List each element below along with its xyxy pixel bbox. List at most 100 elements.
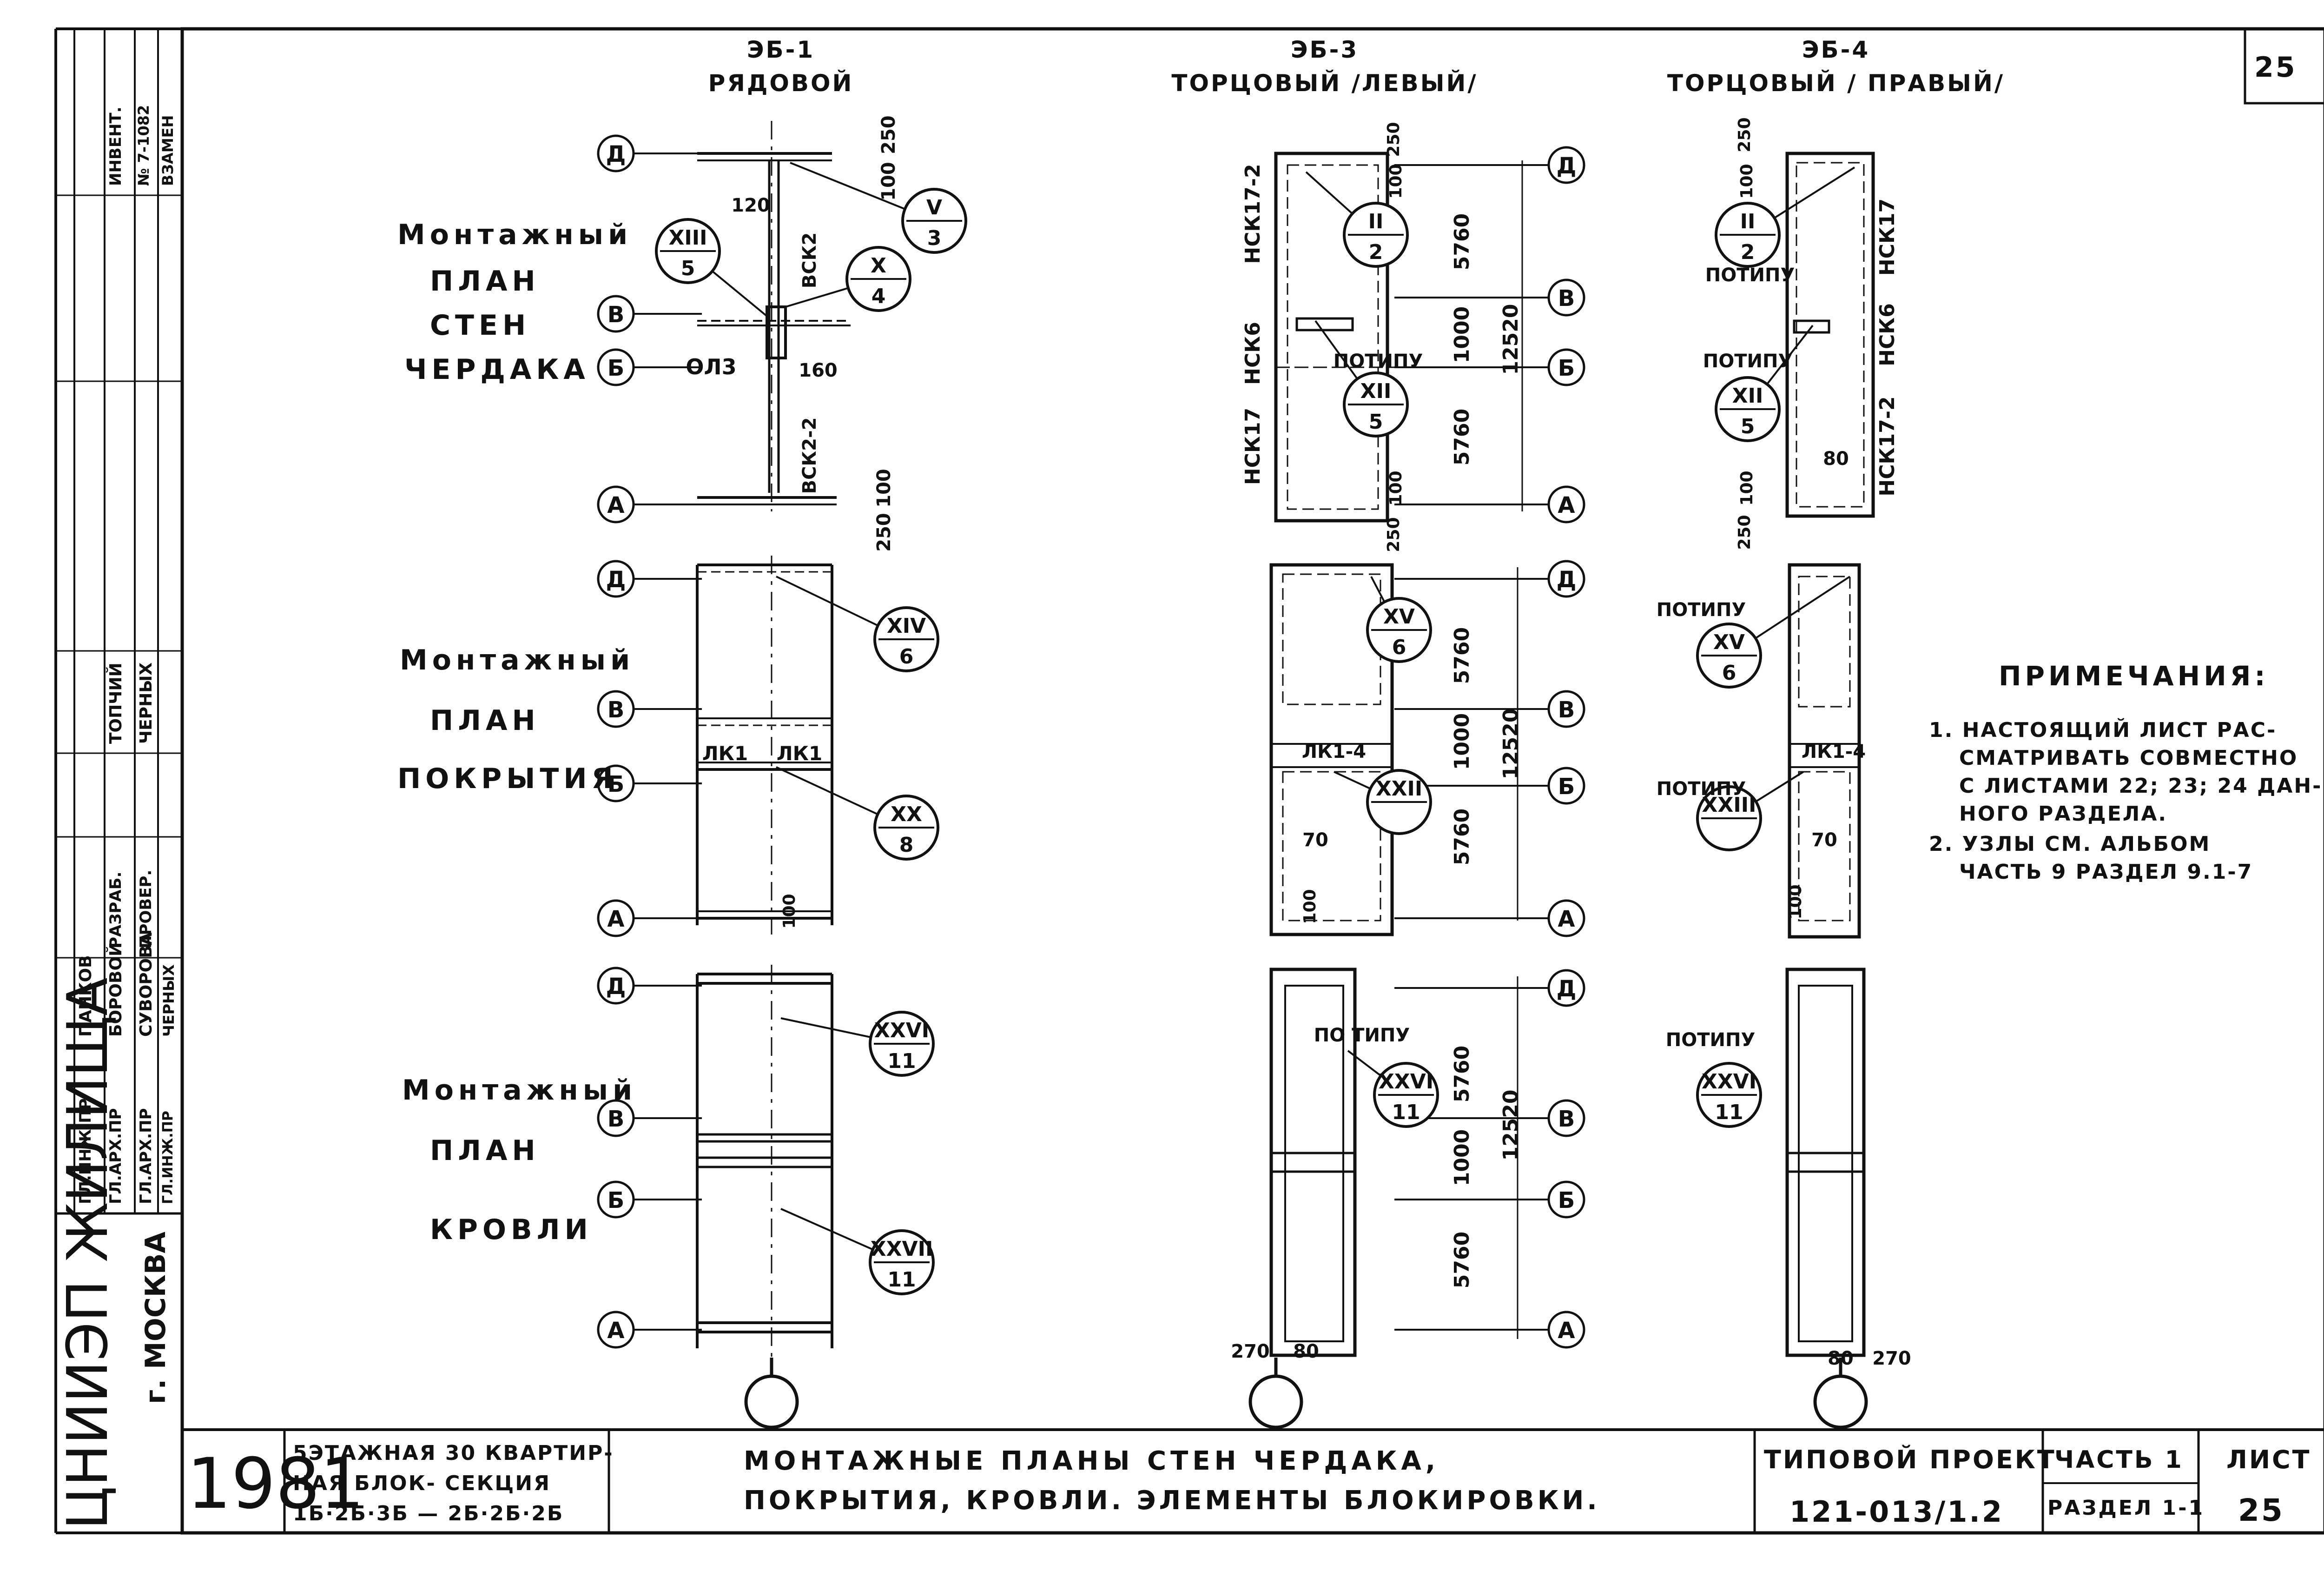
drawing-label: 100 [873, 469, 895, 508]
drawing-label: ПОТИПУ [1703, 351, 1793, 372]
notes-line-4: НОГО РАЗДЕЛА. [1959, 802, 2168, 826]
drawing-label: 5760 [1450, 809, 1474, 865]
node-bottom: 3 [927, 226, 942, 250]
axis-label: Б [1558, 1187, 1575, 1213]
node-n_v3: V3 [790, 162, 967, 254]
drawing-label: НСК17 [1875, 199, 1899, 276]
row1-title-4: ЧЕРДАКА [404, 353, 590, 386]
drawing-label: 250 [873, 513, 895, 552]
left-city: г. МОСКВА [139, 1232, 172, 1404]
notes-line-1: 1. НАСТОЯЩИЙ ЛИСТ РАС- [1929, 718, 2277, 742]
drawing-label: 12520 [1499, 304, 1523, 375]
drawing-label: 1000 [1450, 306, 1474, 363]
drawing-label: 5760 [1450, 1232, 1474, 1288]
notes-line-3: С ЛИСТАМИ 22; 23; 24 ДАН- [1959, 774, 2323, 798]
drawing-label: ПОТИПУ [1334, 351, 1423, 372]
axis-label: Д [606, 141, 626, 167]
node-top: XXVI [1702, 1070, 1756, 1094]
axis-label: Б [607, 1187, 625, 1213]
row2-title-2: ПЛАН [430, 704, 540, 737]
node-top: XV [1713, 630, 1745, 654]
drawing-label: 100 [1737, 164, 1756, 199]
drawing-label: ОЛ3 [686, 354, 736, 379]
drawing-label: НСК17-2 [1875, 396, 1899, 496]
drawing-label: ПОТИПУ [1657, 599, 1746, 621]
axis-label: А [1558, 1318, 1575, 1344]
drawing-labels: ВСК2ВСК2-2ОЛ3120160250100100250НСК17-2НС… [686, 115, 1911, 1369]
axis-label: В [1558, 285, 1575, 312]
drawing-label: 100 [780, 894, 799, 928]
stamp-project-code: 121-013/1.2 [1789, 1495, 2004, 1529]
node-bottom: 5 [1369, 410, 1383, 434]
row3-title-3: КРОВЛИ [430, 1213, 593, 1246]
row1-title-2: ПЛАН [430, 265, 540, 298]
axis-label: В [1558, 697, 1575, 723]
axis-label: Б [607, 771, 625, 797]
left-inv: ИНВЕНТ. [106, 106, 125, 186]
drawing-label: ЛК1 [702, 742, 748, 765]
node-bottom: 2 [1741, 240, 1755, 264]
stamp-sheet-label: ЛИСТ [2226, 1445, 2311, 1474]
drawing-label: НСК6 [1241, 322, 1265, 385]
node-bottom: 2 [1369, 240, 1383, 264]
drawing-label: 70 [1811, 829, 1837, 851]
drawing-label: ВСК2 [799, 232, 820, 288]
axis-label: Д [606, 974, 626, 1000]
bottom-markers [744, 1358, 1868, 1429]
node-bottom: 11 [887, 1268, 916, 1292]
stamp-typical-project: ТИПОВОЙ ПРОЕКТ [1764, 1445, 2056, 1474]
drawing-label: 100 [1786, 884, 1805, 919]
axis-label: В [607, 302, 625, 328]
node-top: XXVI [1379, 1070, 1433, 1094]
col-eb4-code: ЭБ-4 [1802, 36, 1870, 63]
drawing-label: ПОТИПУ [1666, 1029, 1756, 1051]
drawing-label: 250 [1735, 515, 1754, 550]
sheet-number-top: 25 [2254, 51, 2297, 84]
axis-label: В [607, 697, 625, 723]
node-top: XII [1360, 379, 1392, 403]
left-name-2: БОРОВОЙ [106, 942, 125, 1037]
axis-label: В [607, 1106, 625, 1132]
node-top: II [1740, 210, 1756, 233]
notes-title: ПРИМЕЧАНИЯ: [1999, 660, 2269, 692]
drawing-label: 1000 [1450, 713, 1474, 770]
stamp-title-2: ПОКРЫТИЯ, КРОВЛИ. ЭЛЕМЕНТЫ БЛОКИРОВКИ. [744, 1485, 1600, 1516]
drawing-label: ЛК1 [777, 742, 822, 765]
node-top: X [871, 254, 886, 278]
drawing-label: НСК17 [1241, 408, 1265, 485]
drawing-label: 100 [1301, 889, 1320, 924]
drawing-label: 250 [878, 115, 899, 154]
drawing-label: 1000 [1450, 1129, 1474, 1186]
node-bottom: 11 [1715, 1100, 1743, 1124]
node-top: XIII [668, 226, 707, 250]
node-n_xii5: XII 5 [1314, 320, 1409, 437]
left-inv-no: № 7-1082 [135, 105, 152, 186]
node-n_ii2: II 2 [1715, 166, 1855, 268]
drawing-label: 270 [1231, 1341, 1270, 1362]
axis-label: Д [1557, 567, 1577, 593]
notes-line-2: СМАТРИВАТЬ СОВМЕСТНО [1959, 746, 2298, 770]
node-bottom: 6 [1722, 661, 1736, 685]
drawing-label: 250 [1384, 122, 1403, 157]
row1-title-1: Монтажный [397, 219, 633, 251]
axis-label: Д [606, 567, 626, 593]
drawing-label: ЛК1-4 [1802, 741, 1866, 762]
stamp-title-1: МОНТАЖНЫЕ ПЛАНЫ СТЕН ЧЕРДАКА, [744, 1446, 1440, 1476]
left-role-4: ГЛ.ИНЖ.ПР [160, 1111, 176, 1204]
row2-title-1: Монтажный [400, 644, 635, 676]
node-top: XX [891, 802, 922, 826]
stamp-desc-3: 1Б·2Б·3Б — 2Б·2Б·2Б [293, 1502, 564, 1525]
axis-label: Д [1557, 976, 1577, 1002]
notes-line-5: 2. УЗЛЫ СМ. АЛЬБОМ [1929, 832, 2211, 856]
left-role-3: ГЛ.АРХ.ПР [137, 1108, 155, 1204]
drawing-label: 120 [731, 195, 770, 216]
drawing-label: 270 [1872, 1348, 1911, 1369]
row3-title-1: Монтажный [402, 1074, 637, 1107]
node-top: XII [1732, 384, 1763, 408]
node-n_xv6: XV 6 [1696, 576, 1851, 689]
